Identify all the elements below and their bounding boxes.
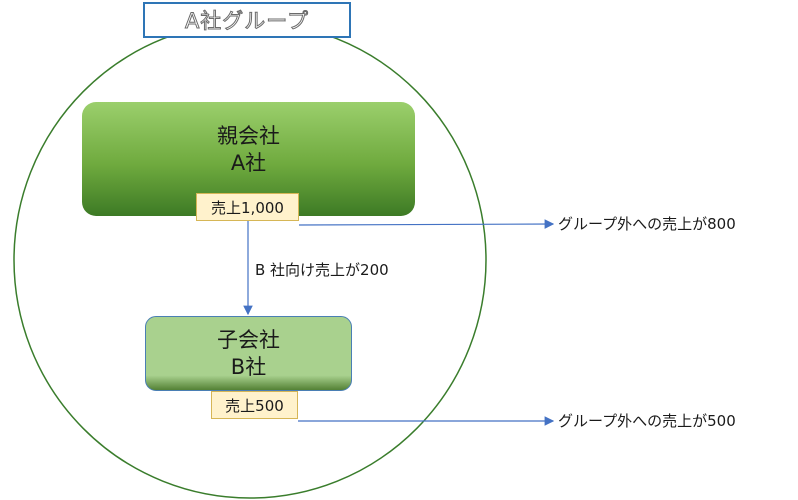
parent-external-arrow <box>298 219 555 229</box>
group-title: A社グループ <box>143 2 351 38</box>
intragroup-sales-label: B 社向け売上が200 <box>255 261 389 279</box>
parent-company-name: A社 <box>230 151 267 175</box>
parent-sales-tag: 売上1,000 <box>196 193 299 221</box>
child-sales-tag: 売上500 <box>211 391 298 419</box>
parent-company-role: 親会社 <box>217 124 280 148</box>
child-company-role: 子会社 <box>217 327 280 352</box>
group-boundary-circle <box>13 21 487 499</box>
child-company-name: B社 <box>230 354 267 379</box>
child-external-sales-label: グループ外への売上が500 <box>558 412 736 430</box>
child-company-box: 子会社 B社 <box>145 316 352 391</box>
parent-external-sales-label: グループ外への売上が800 <box>558 215 736 233</box>
